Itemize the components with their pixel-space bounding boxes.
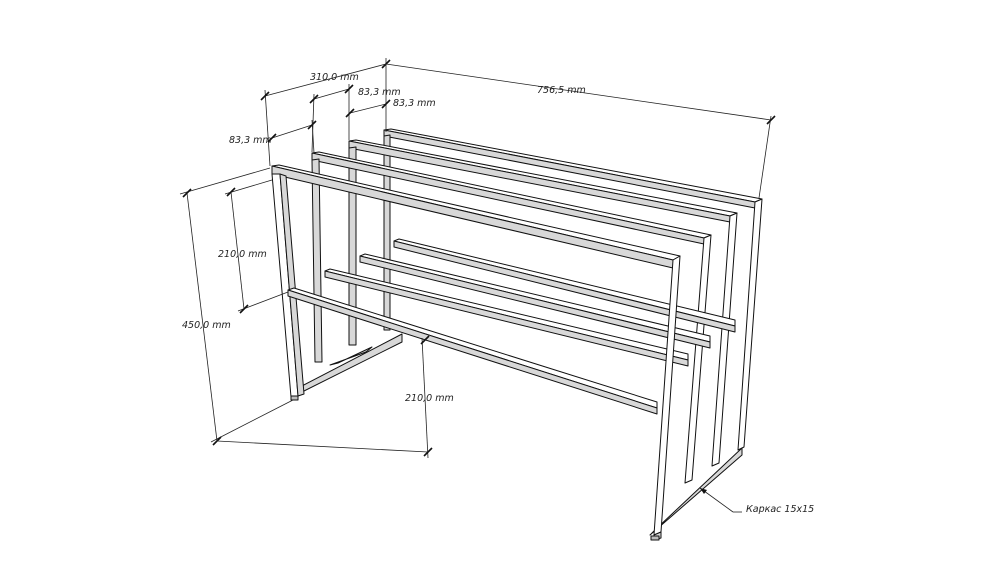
dim-depth-total: 310,0 mm [310,72,359,83]
frame-4 [383,128,763,451]
dim-height-total: 450,0 mm [182,320,231,331]
dim-spacing-3: 83,3 mm [393,98,436,109]
dim-rail-offset: 210,0 mm [405,393,454,404]
dimension-labels: 310,0 mm 83,3 mm 83,3 mm 83,3 mm 756,5 m… [182,72,814,515]
dim-spacing-1: 83,3 mm [229,135,272,146]
dim-spacing-2: 83,3 mm [358,87,401,98]
inner-rails [324,238,736,367]
dim-length-total: 756,5 mm [537,85,586,96]
frame-structure [271,128,763,541]
foot-front-left [290,395,299,401]
frame-3 [348,139,738,467]
callout-arrow-icon [700,488,707,494]
frame-2 [311,151,712,484]
foot-front-right [650,535,660,541]
dimension-lines [179,58,776,513]
frame-callout-label: Каркас 15х15 [746,504,814,515]
frame-1 [271,164,681,541]
dim-rail-height: 210,0 mm [218,249,267,260]
